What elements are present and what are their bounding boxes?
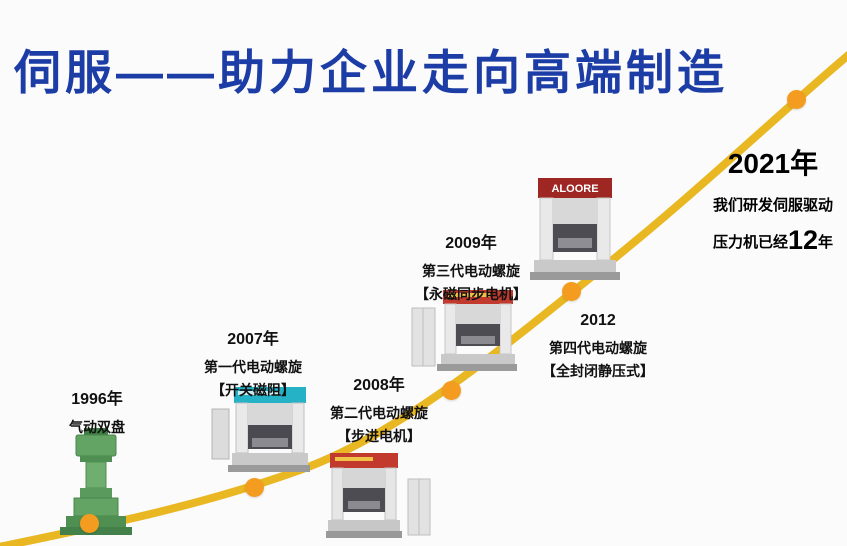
milestone-1996: 1996年 气动双盘 xyxy=(42,385,152,439)
milestone-year: 2009年 xyxy=(445,235,497,252)
milestone-year: 1996年 xyxy=(71,391,123,408)
milestone-desc: 【永磁同步电机】 xyxy=(415,286,527,303)
milestone-2007: 2007年 第一代电动螺旋 【开关磁阻】 xyxy=(193,325,313,402)
machine-2012-aloore-press-illustration: ALOORE xyxy=(530,178,620,280)
milestone-desc: 我们研发伺服驱动 xyxy=(712,197,833,214)
milestone-year: 2021年 xyxy=(727,148,819,179)
curve-dot-2021 xyxy=(787,90,806,109)
milestone-desc: 第一代电动螺旋 xyxy=(204,359,302,375)
milestone-desc: 第三代电动螺旋 xyxy=(422,263,520,279)
machine-2007-teal-press-illustration xyxy=(211,387,310,472)
curve-dot-1996 xyxy=(80,514,99,533)
machine-2008-red-press-illustration xyxy=(326,453,431,538)
page-title: 伺服——助力企业走向高端制造 xyxy=(14,46,728,99)
curve-dot-2008 xyxy=(442,381,461,400)
curve-dot-2007 xyxy=(245,478,264,497)
years-suffix: 年 xyxy=(818,234,834,251)
milestone-2009: 2009年 第三代电动螺旋 【永磁同步电机】 xyxy=(406,229,536,306)
machine-brand-label: ALOORE xyxy=(551,183,598,195)
curve-dot-2012 xyxy=(562,282,581,301)
milestone-2008: 2008年 第二代电动螺旋 【步进电机】 xyxy=(318,371,440,448)
milestone-desc: 气动双盘 xyxy=(69,419,125,435)
milestone-desc: 【全封闭静压式】 xyxy=(542,363,654,380)
years-prefix: 压力机已经 xyxy=(712,234,788,251)
machine-2009-press-with-cabinet-illustration xyxy=(411,290,517,371)
milestone-desc: 【开关磁阻】 xyxy=(211,382,295,399)
milestone-2012: 2012 第四代电动螺旋 【全封闭静压式】 xyxy=(534,312,662,383)
growth-curve xyxy=(0,50,847,546)
milestone-desc: 第二代电动螺旋 xyxy=(330,405,428,421)
milestone-year: 2007年 xyxy=(227,331,279,348)
years-count: 12 xyxy=(787,225,819,255)
milestone-desc: 压力机已经12年 xyxy=(692,225,847,256)
milestone-year: 2012 xyxy=(580,312,616,329)
milestone-year: 2008年 xyxy=(353,377,405,394)
milestone-desc: 【步进电机】 xyxy=(337,428,421,445)
milestone-2021: 2021年 我们研发伺服驱动 压力机已经12年 xyxy=(692,142,847,256)
milestone-desc: 第四代电动螺旋 xyxy=(549,340,647,356)
